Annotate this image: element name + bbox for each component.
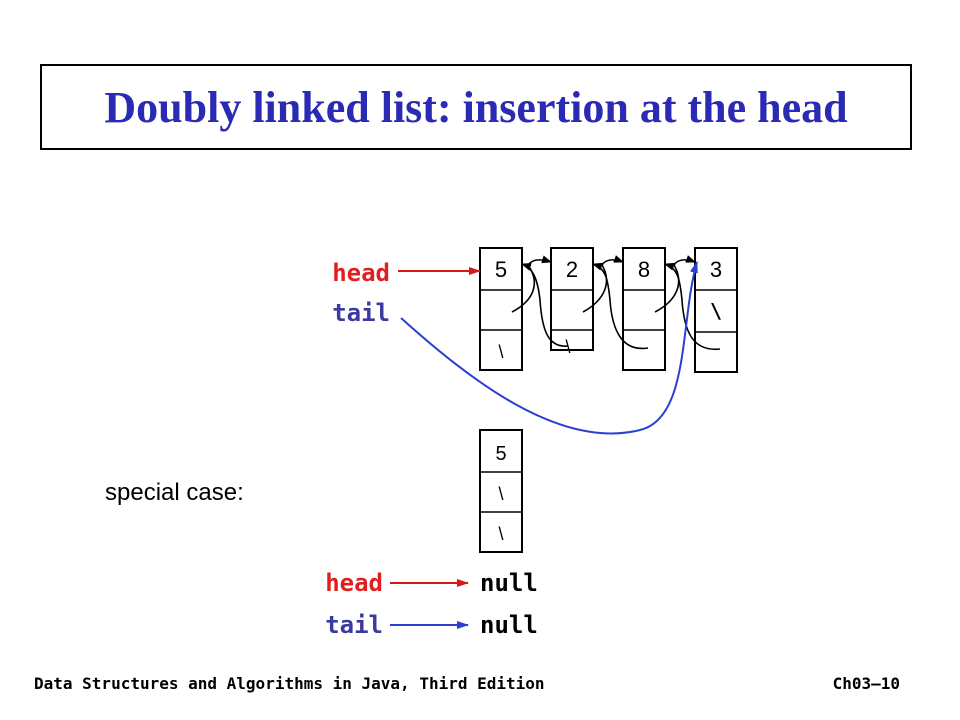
list-node-1: 5 \ bbox=[479, 247, 523, 371]
special-case-node: 5 \ \ bbox=[479, 429, 523, 553]
head-label: head bbox=[332, 259, 390, 287]
prev-arrow-4 bbox=[664, 262, 721, 350]
list-node-3: 8 bbox=[622, 247, 666, 371]
prev-arrow-2 bbox=[521, 263, 569, 347]
node-next: \ bbox=[498, 484, 503, 504]
list-node-4: 3 \ bbox=[694, 247, 738, 373]
tail-arrow bbox=[400, 261, 698, 435]
special-head-null: null bbox=[480, 569, 538, 597]
slide-title: Doubly linked list: insertion at the hea… bbox=[104, 82, 848, 132]
node-value: 2 bbox=[566, 257, 578, 282]
node-prev: \ bbox=[498, 342, 503, 362]
title-box: Doubly linked list: insertion at the hea… bbox=[40, 64, 912, 150]
node-prev: \ bbox=[565, 337, 570, 357]
special-tail-label: tail bbox=[325, 611, 383, 639]
footer-book-title: Data Structures and Algorithms in Java, … bbox=[34, 674, 545, 693]
node-value: 5 bbox=[495, 257, 507, 282]
node-value: 3 bbox=[710, 257, 722, 282]
special-case-label: special case: bbox=[105, 479, 244, 506]
tail-label: tail bbox=[332, 299, 390, 327]
footer-page-number: Ch03–10 bbox=[832, 674, 900, 693]
special-tail-null: null bbox=[480, 611, 538, 639]
node-prev: \ bbox=[498, 524, 503, 544]
node-next: \ bbox=[710, 299, 722, 323]
list-node-2: 2 \ bbox=[550, 247, 594, 357]
prev-arrow-3 bbox=[592, 262, 649, 350]
node-value: 5 bbox=[495, 443, 506, 465]
special-head-label: head bbox=[325, 569, 383, 597]
node-value: 8 bbox=[638, 257, 650, 282]
